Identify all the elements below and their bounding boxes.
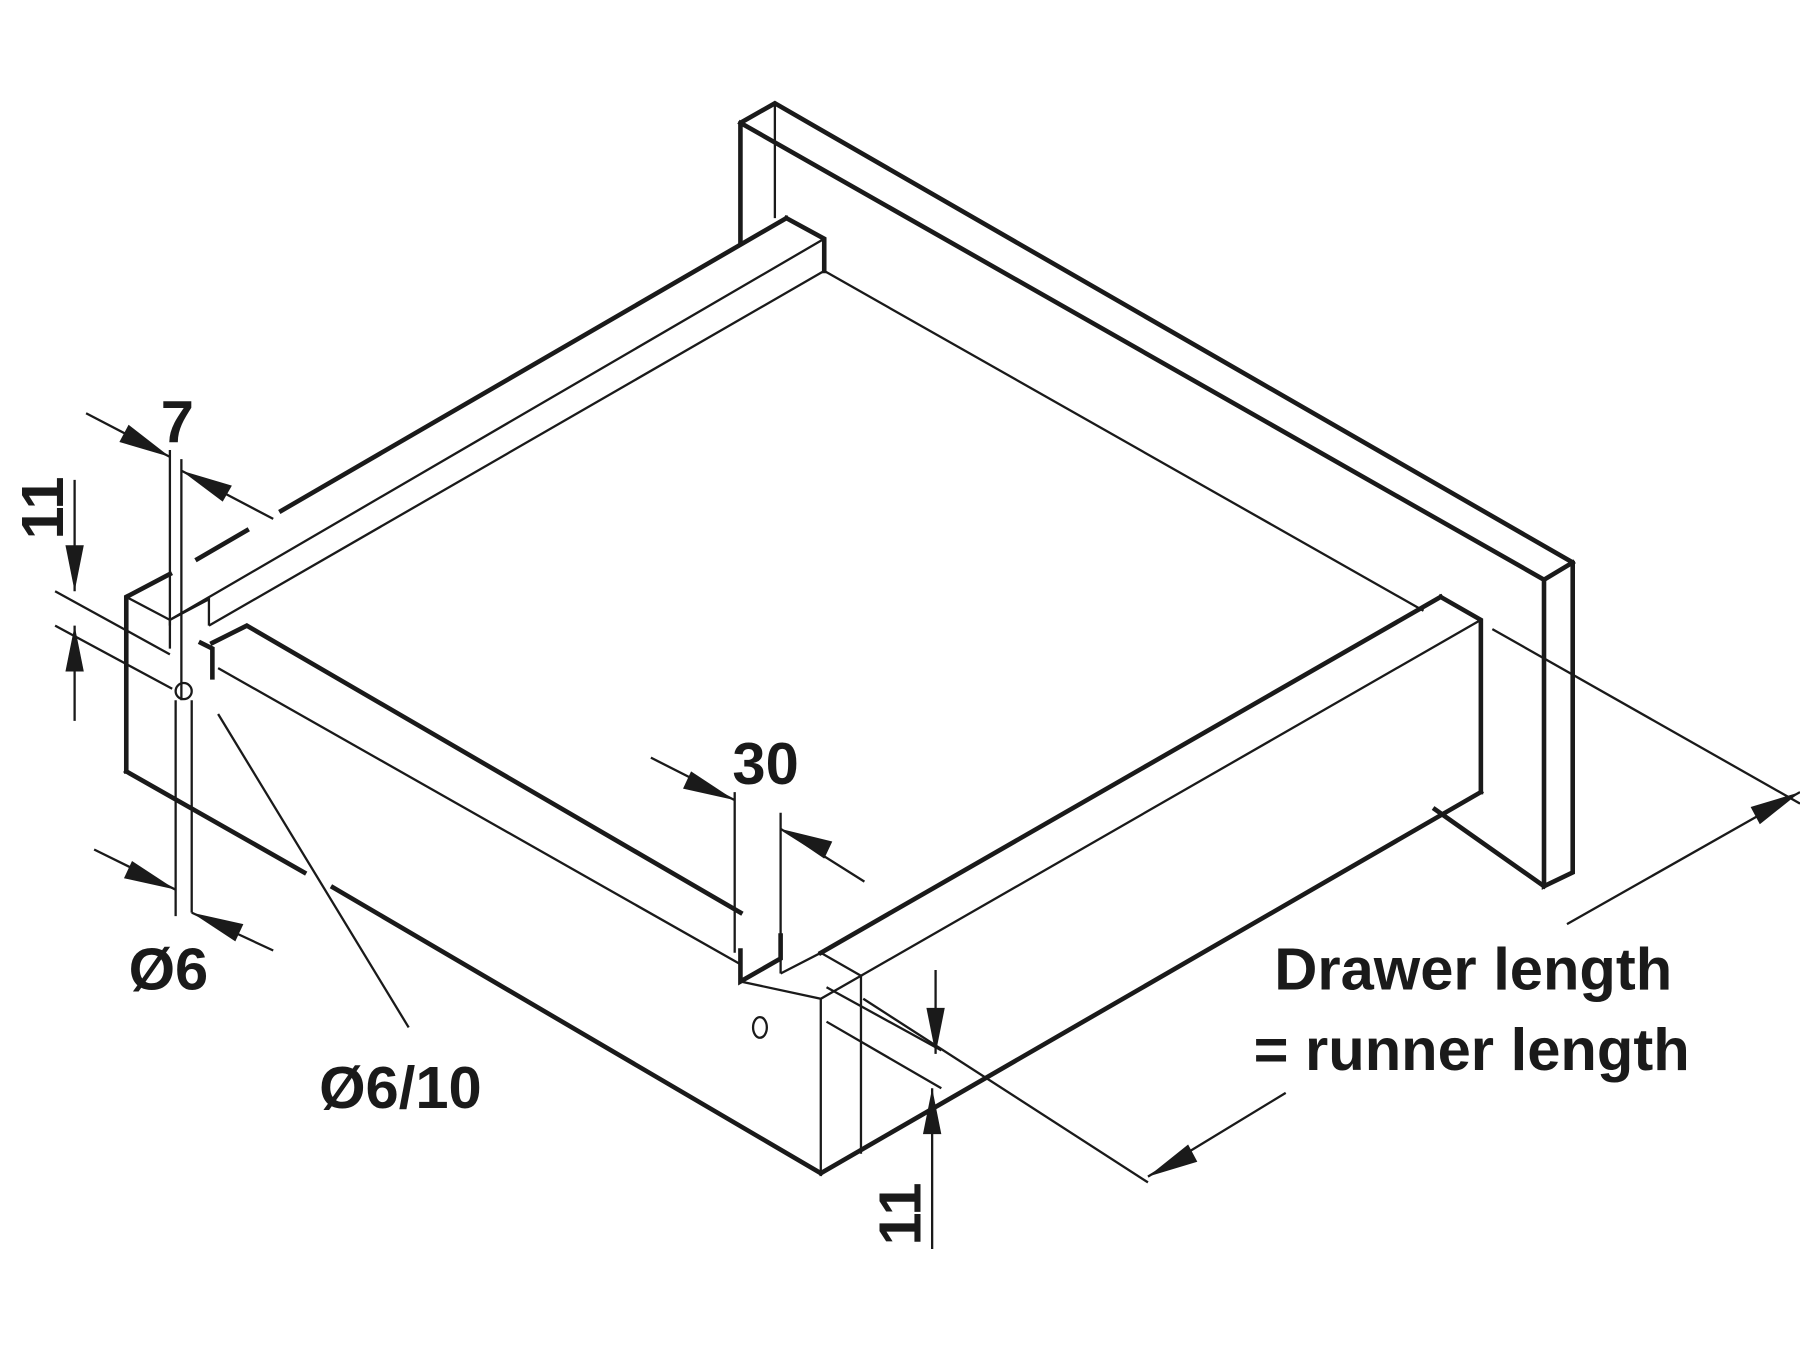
- label-d6: Ø6: [129, 936, 209, 1003]
- dim-hole-diameter-alt: Ø6/10: [217, 713, 482, 1121]
- label-7: 7: [161, 388, 194, 455]
- drawer-side: [123, 623, 824, 1177]
- label-11-left: 11: [9, 476, 76, 539]
- hole-right: [751, 1015, 768, 1039]
- dim-hole-diameter: Ø6: [93, 700, 274, 1003]
- label-d6-10: Ø6/10: [319, 1054, 482, 1121]
- dim-rail-width: 7: [85, 388, 274, 701]
- dim-rail-offset: 30: [650, 730, 866, 974]
- left-runner: [123, 214, 827, 774]
- back-panel: [737, 100, 1576, 890]
- right-runner: [738, 593, 1485, 1177]
- drawer-bottom-edge: [823, 269, 1425, 612]
- label-11-right: 11: [867, 1182, 934, 1245]
- label-runner-length: = runner length: [1254, 1016, 1690, 1083]
- hole-left: [174, 681, 193, 701]
- label-30: 30: [732, 730, 798, 797]
- dim-hole-height-left: 11: [9, 476, 173, 721]
- dim-hole-height-right: 11: [825, 970, 945, 1249]
- dim-drawer-length: Drawer length = runner length: [862, 628, 1800, 1184]
- label-drawer-length: Drawer length: [1274, 936, 1672, 1003]
